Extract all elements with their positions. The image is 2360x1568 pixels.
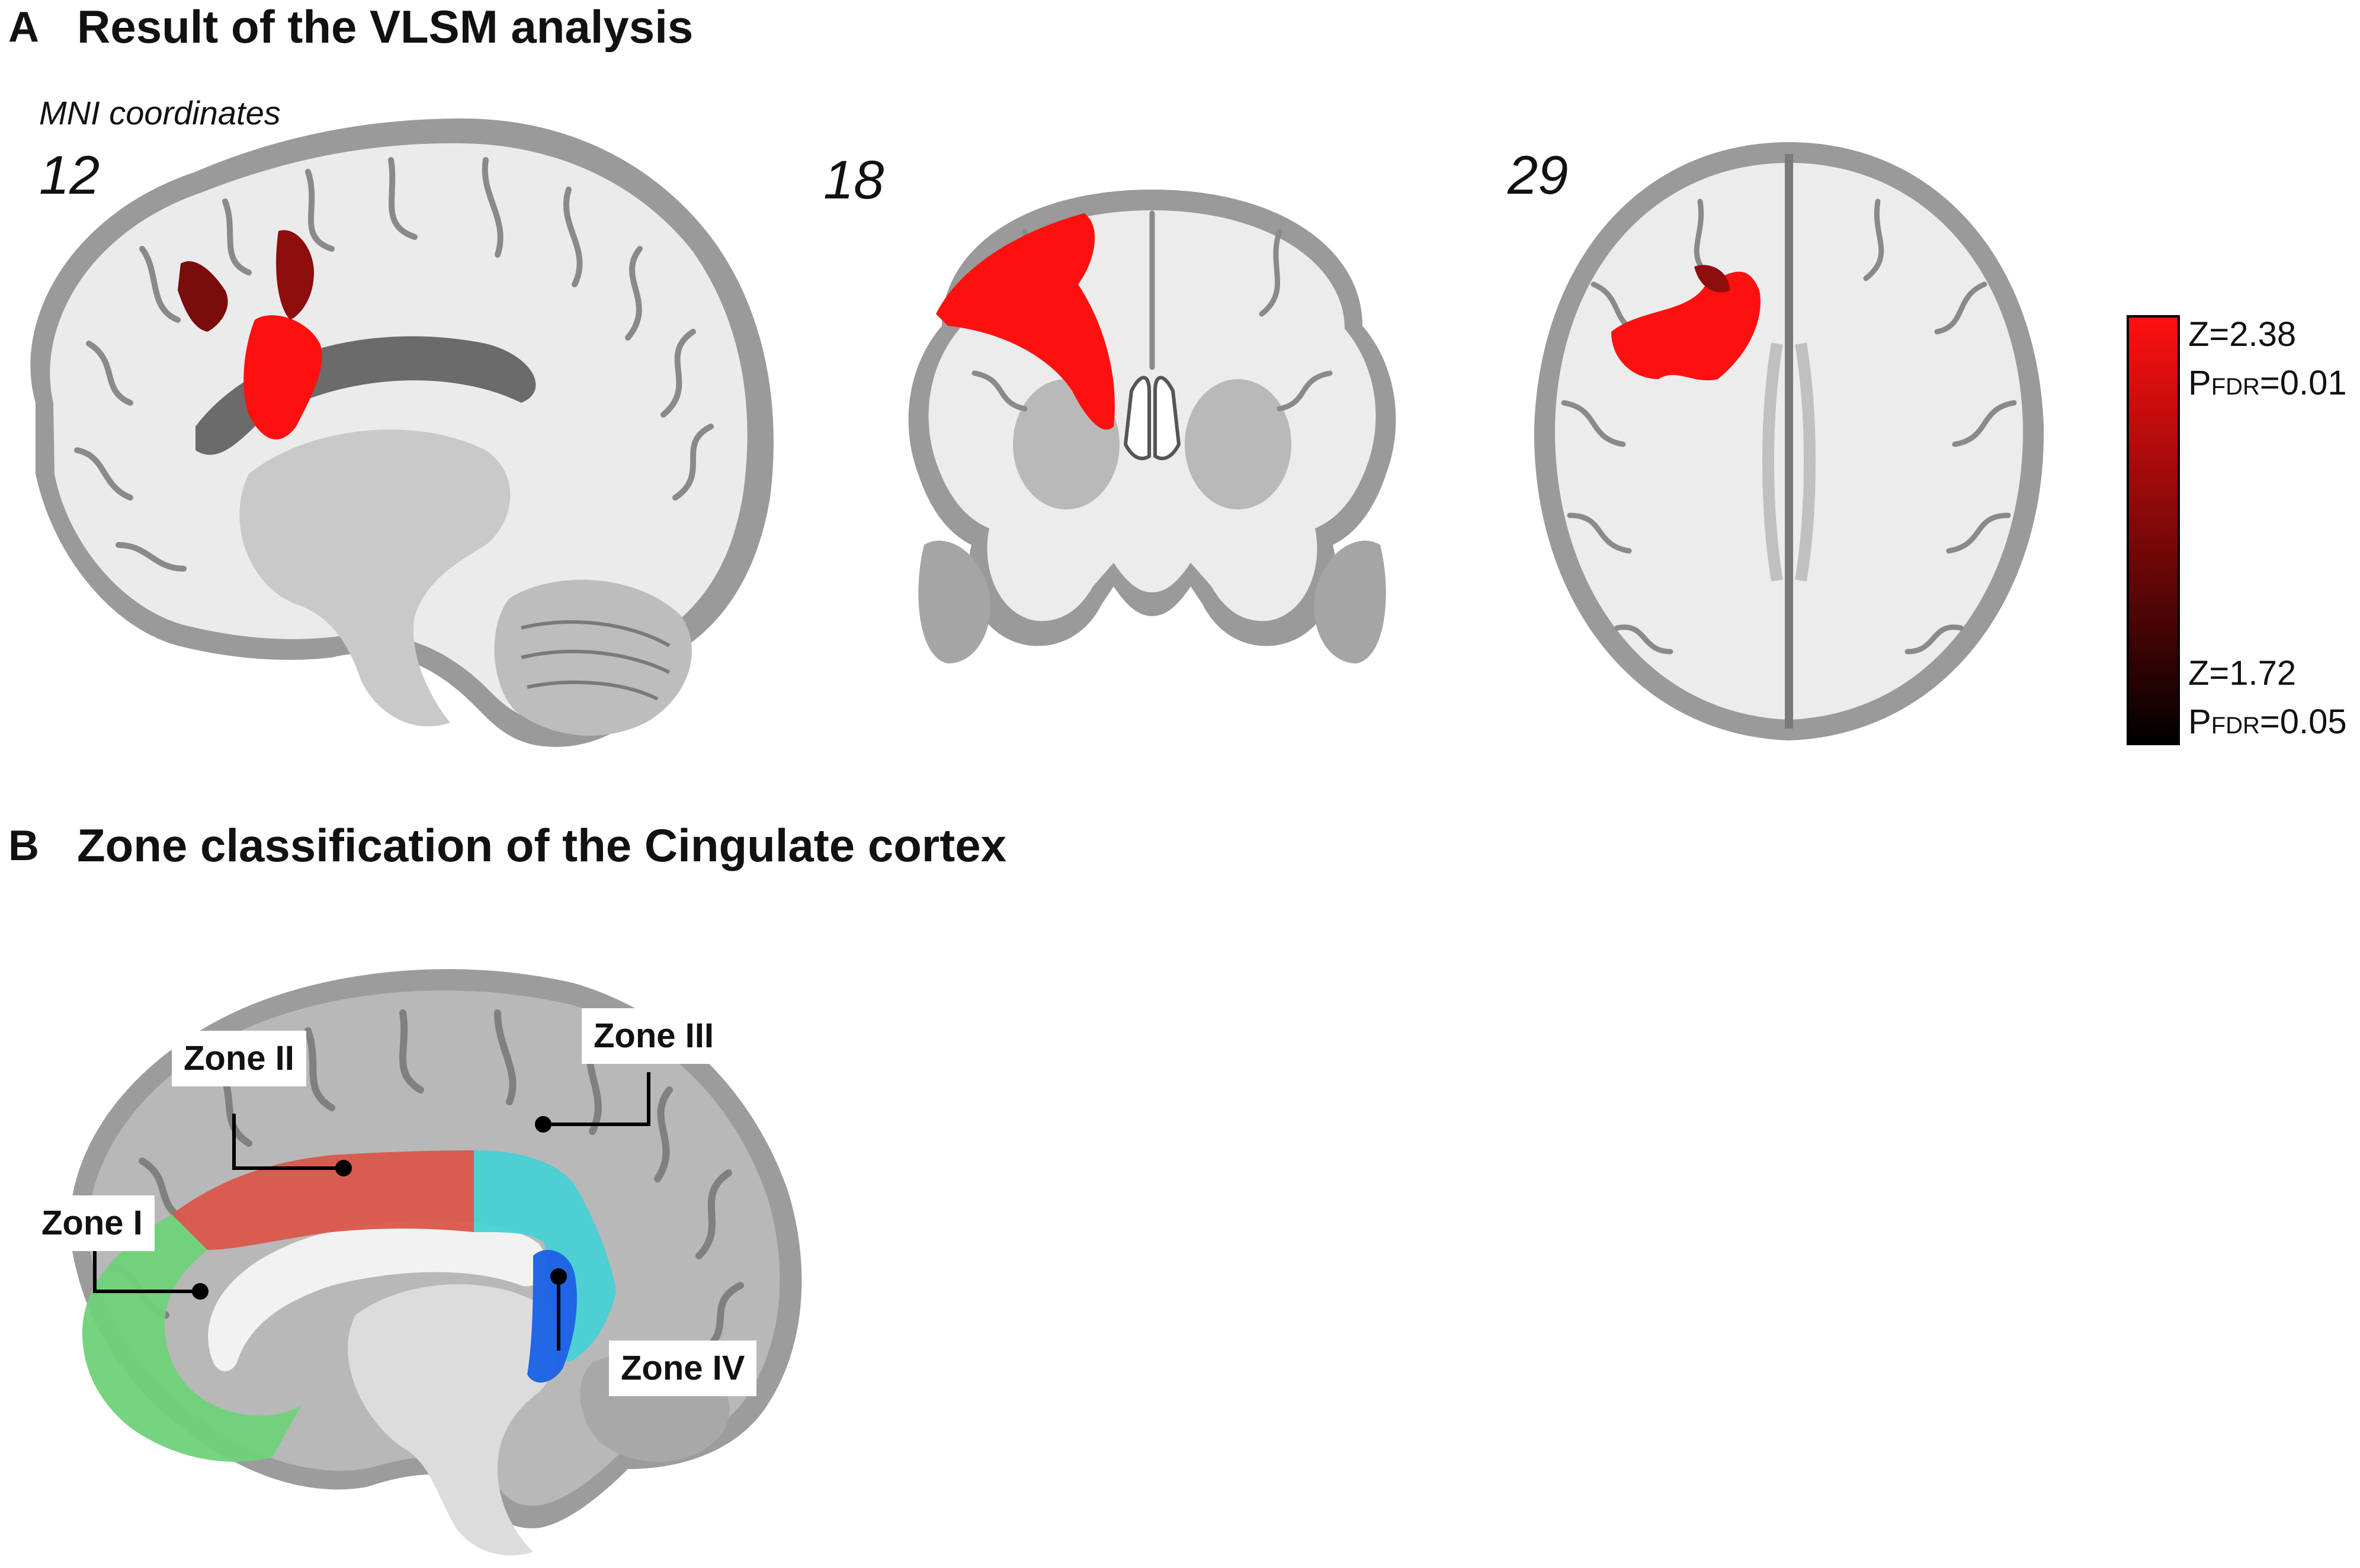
coronal-coordinate: 18 — [823, 150, 884, 210]
mni-coordinates-caption: MNI coordinates — [39, 94, 281, 132]
coronal-brain-slice — [908, 190, 1396, 663]
medial-brain-surface — [69, 969, 802, 1556]
panel-b-letter: B — [8, 822, 39, 870]
zone-2-region — [172, 1150, 474, 1250]
zone-1-region — [82, 1214, 302, 1462]
panel-b-title: Zone classification of the Cingulate cor… — [77, 819, 1006, 871]
colorbar-top-p: PFDR=0.01 — [2188, 364, 2347, 402]
zone-4-label: Zone IV — [609, 1341, 757, 1396]
zone-2-label: Zone II — [172, 1031, 306, 1086]
colorbar-bottom-z: Z=1.72 — [2188, 654, 2297, 692]
panel-a-title: Result of the VLSM analysis — [77, 1, 694, 53]
zone-1-label: Zone I — [30, 1195, 155, 1251]
zone-3-region — [474, 1150, 616, 1362]
colorbar — [2127, 315, 2180, 745]
sagittal-brain-slice — [30, 118, 774, 747]
axial-brain-slice — [1534, 142, 2044, 740]
zone-3-label: Zone III — [582, 1008, 726, 1064]
zone-4-region — [527, 1250, 577, 1383]
panel-a-letter: A — [8, 4, 39, 51]
colorbar-top-z: Z=2.38 — [2188, 315, 2297, 354]
colorbar-bottom-p: PFDR=0.05 — [2188, 703, 2347, 741]
axial-coordinate: 29 — [1508, 145, 1569, 206]
sagittal-coordinate: 12 — [39, 145, 100, 206]
